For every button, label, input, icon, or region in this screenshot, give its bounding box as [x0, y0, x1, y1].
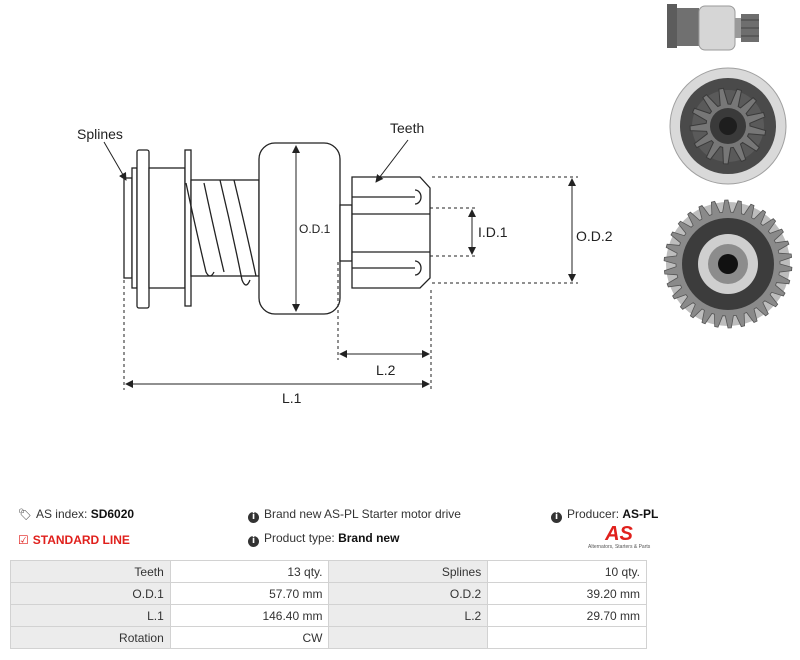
info-icon: i — [248, 536, 259, 547]
table-row: Teeth 13 qty. Splines 10 qty. — [10, 560, 647, 583]
spec-key: Teeth — [10, 560, 171, 583]
side-view-photo — [667, 4, 759, 51]
table-row: L.1 146.40 mm L.2 29.70 mm — [10, 604, 647, 627]
product-type-label: Product type: — [264, 531, 335, 545]
spec-value: 57.70 mm — [169, 582, 330, 605]
spring-housing — [190, 179, 260, 277]
rear-flange — [136, 149, 150, 309]
l2-label: L.2 — [376, 362, 396, 378]
producer-label: Producer: — [567, 507, 620, 521]
spec-value: 146.40 mm — [169, 604, 330, 627]
spec-table: Teeth 13 qty. Splines 10 qty. O.D.1 57.7… — [10, 560, 647, 649]
spec-key: L.1 — [10, 604, 171, 627]
teeth-label: Teeth — [390, 120, 425, 136]
spec-key: O.D.1 — [10, 582, 171, 605]
spec-value: CW — [169, 626, 330, 649]
spec-key: Splines — [328, 560, 489, 583]
as-index-label: AS index: — [35, 507, 88, 521]
logo-mark: AS — [605, 523, 633, 545]
product-photos — [663, 4, 793, 329]
spec-value: 13 qty. — [169, 560, 330, 583]
spec-key: Rotation — [10, 626, 171, 649]
description-row: i Brand new AS-PL Starter motor drive — [248, 507, 461, 523]
standard-line-row: ☑STANDARD LINE — [18, 531, 130, 549]
spec-key: O.D.2 — [328, 582, 489, 605]
spec-value: 10 qty. — [487, 560, 647, 583]
rear-view-photo — [663, 199, 793, 329]
producer-value: AS-PL — [622, 507, 659, 521]
mid-flange — [184, 149, 192, 307]
spline-end-face — [123, 177, 133, 279]
spec-key: L.2 — [328, 604, 489, 627]
as-index-value: SD6020 — [90, 507, 135, 521]
od1-label: O.D.1 — [299, 222, 331, 236]
standard-line-label: STANDARD LINE — [32, 533, 130, 547]
as-index-row: 🏷︎AS index: SD6020 — [18, 507, 134, 521]
logo-tagline: Alternators, Starters & Parts — [588, 544, 651, 550]
table-row: Rotation CW — [10, 626, 647, 649]
technical-drawing — [103, 139, 578, 390]
l1-label: L.1 — [282, 390, 302, 406]
spec-value: 29.70 mm — [487, 604, 647, 627]
table-row: O.D.1 57.70 mm O.D.2 39.20 mm — [10, 582, 647, 605]
info-icon: i — [551, 512, 562, 523]
check-icon: ☑ — [18, 533, 29, 547]
product-type-value: Brand new — [338, 531, 400, 545]
product-type-row: i Product type: Brand new — [248, 531, 399, 547]
front-view-photo — [669, 67, 787, 185]
producer-row: i Producer: AS-PL — [551, 507, 658, 523]
pinion-gear — [351, 176, 431, 289]
od2-label: O.D.2 — [576, 228, 613, 244]
as-pl-logo: AS Alternators, Starters & Parts — [588, 524, 650, 550]
spec-value — [487, 626, 647, 649]
spec-key — [328, 626, 489, 649]
id1-label: I.D.1 — [478, 224, 508, 240]
description-text: Brand new AS-PL Starter motor drive — [264, 507, 461, 521]
tag-icon: 🏷︎ — [18, 508, 32, 521]
splines-label: Splines — [77, 126, 123, 142]
info-icon: i — [248, 512, 259, 523]
spec-value: 39.20 mm — [487, 582, 647, 605]
